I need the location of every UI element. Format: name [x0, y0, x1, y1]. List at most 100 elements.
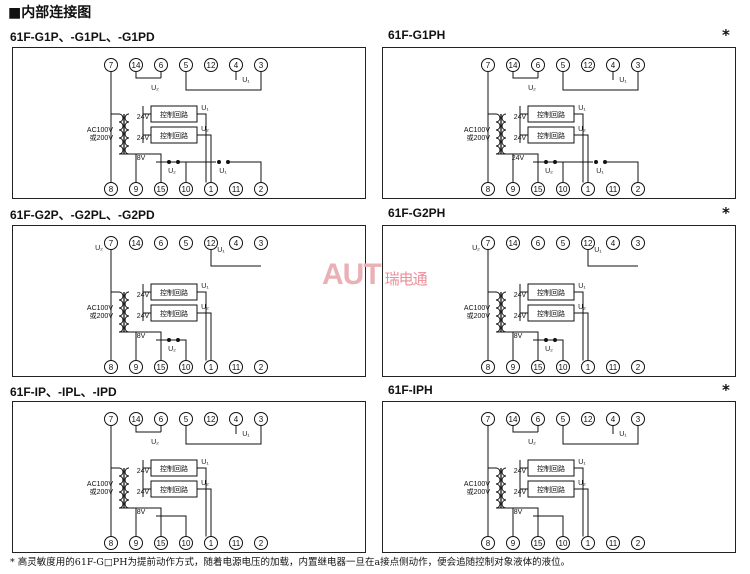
terminal-top [104, 58, 118, 72]
wire [574, 467, 584, 537]
terminal-top [556, 236, 570, 250]
u2-label: U₂ [472, 245, 480, 252]
u2-label: U₂ [168, 346, 176, 353]
wire [119, 153, 137, 183]
coil-winding [118, 299, 124, 309]
wire [197, 113, 207, 183]
wire [156, 515, 187, 537]
terminal-label: 9 [511, 363, 516, 372]
control-circuit-label: 控制回路 [537, 485, 565, 494]
terminal-label: 14 [509, 239, 518, 248]
terminal-label: 5 [561, 415, 566, 424]
panel-title-iph: 61F-IPH [388, 383, 433, 397]
coil-winding [124, 145, 130, 155]
terminal-label: 10 [559, 539, 568, 548]
terminal-label: 7 [486, 239, 491, 248]
wire [119, 331, 137, 361]
u2-label: U₂ [151, 439, 159, 446]
terminal-label: 1 [586, 185, 591, 194]
terminal-top [481, 412, 495, 426]
terminal-label: 9 [134, 185, 139, 194]
terminal-label: 8 [486, 185, 491, 194]
terminal-top [204, 58, 218, 72]
contact-point [544, 160, 548, 164]
terminal-label: 15 [157, 363, 166, 372]
coil-winding [124, 129, 130, 139]
u2-label: U₂ [168, 168, 176, 175]
wire [197, 312, 212, 361]
ac-voltage-label: AC100V [464, 127, 490, 134]
wire [197, 291, 207, 361]
terminal-label: 11 [609, 539, 618, 548]
footnote: * 高灵敏度用的61F-G□PH为提前动作方式，随着电源电压的加载，内置继电器一… [10, 557, 571, 568]
terminal-label: 12 [207, 61, 216, 70]
wire [512, 71, 538, 79]
coil-winding [501, 145, 507, 155]
coil-winding [501, 315, 507, 325]
u1-label: U₁ [596, 168, 604, 175]
terminal-label: 9 [134, 363, 139, 372]
terminal-label: 14 [132, 61, 141, 70]
u2-label: U₂ [201, 480, 209, 487]
coil-winding [118, 129, 124, 139]
wire [512, 425, 538, 433]
control-circuit-label: 控制回路 [160, 309, 188, 318]
terminal-label: 14 [132, 415, 141, 424]
terminal-label: 14 [509, 415, 518, 424]
control-circuit-label: 控制回路 [537, 288, 565, 297]
terminal-label: 9 [511, 185, 516, 194]
terminal-top [154, 236, 168, 250]
control-circuit-label: 控制回路 [160, 110, 188, 119]
v24-label: 24V [512, 155, 525, 162]
u2-label: U₂ [545, 346, 553, 353]
wire [135, 425, 161, 433]
wire [496, 331, 514, 361]
panel-title-g1ph: 61F-G1PH [388, 28, 446, 42]
ac-voltage-label: 或200V [90, 311, 114, 320]
terminal-label: 2 [636, 185, 641, 194]
coil-winding [118, 315, 124, 325]
contact-point [544, 338, 548, 342]
coil-winding [495, 121, 501, 131]
terminal-label: 7 [109, 61, 114, 70]
terminal-label: 12 [584, 415, 593, 424]
contact-point [167, 160, 171, 164]
terminal-label: 14 [509, 61, 518, 70]
terminal-label: 10 [182, 185, 191, 194]
u1-label: U₁ [201, 105, 209, 112]
u1-label: U₁ [242, 431, 250, 438]
coil-winding [495, 299, 501, 309]
terminal-bottom [229, 536, 243, 550]
terminal-label: 5 [561, 239, 566, 248]
terminal-label: 12 [207, 239, 216, 248]
wire [605, 161, 639, 183]
terminal-bottom [606, 182, 620, 196]
terminal-label: 7 [109, 415, 114, 424]
coil-winding [124, 475, 130, 485]
coil-winding [124, 307, 130, 317]
coil-winding [124, 315, 130, 325]
coil-winding [118, 137, 124, 147]
contact-point [594, 160, 598, 164]
coil-winding [118, 499, 124, 509]
terminal-label: 15 [534, 363, 543, 372]
wire [574, 312, 589, 361]
coil-winding [501, 121, 507, 131]
terminal-label: 4 [611, 415, 616, 424]
terminal-label: 2 [636, 539, 641, 548]
control-circuit-label: 控制回路 [537, 464, 565, 473]
coil-winding [118, 483, 124, 493]
coil-winding [501, 499, 507, 509]
terminal-label: 5 [184, 415, 189, 424]
v8-label: 8V [137, 155, 146, 162]
terminal-label: 8 [486, 539, 491, 548]
coil-winding [501, 307, 507, 317]
terminal-top [481, 58, 495, 72]
coil-winding [495, 129, 501, 139]
terminal-label: 15 [534, 185, 543, 194]
